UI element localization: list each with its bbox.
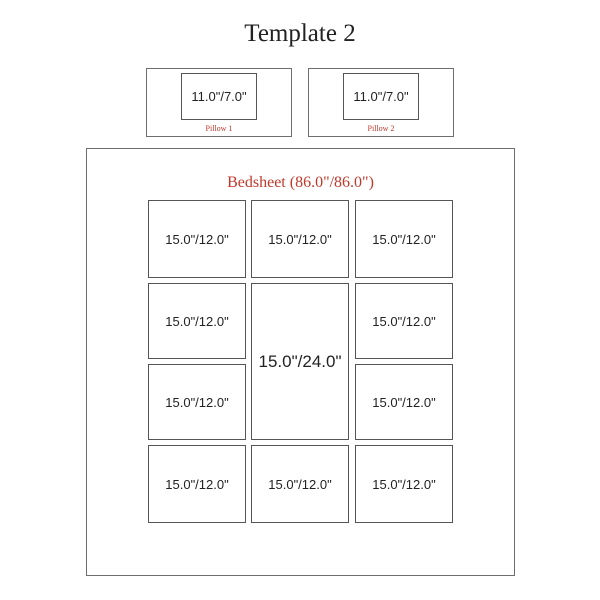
bedsheet-photo-slot[interactable]: 15.0"/12.0" — [355, 364, 453, 440]
pillow-2-panel[interactable]: 11.0"/7.0" Pillow 2 — [308, 68, 454, 137]
pillow-1-photo-slot[interactable]: 11.0"/7.0" — [181, 73, 257, 120]
bedsheet-label: Bedsheet (86.0"/86.0") — [227, 174, 374, 191]
pillow-2-photo-slot[interactable]: 11.0"/7.0" — [343, 73, 419, 120]
bedsheet-photo-slot[interactable]: 15.0"/12.0" — [148, 200, 246, 278]
bedsheet-photo-slot[interactable]: 15.0"/12.0" — [355, 283, 453, 359]
pillow-1-label: Pillow 1 — [205, 124, 233, 133]
template-title: Template 2 — [244, 20, 356, 47]
bedsheet-photo-slot[interactable]: 15.0"/12.0" — [355, 200, 453, 278]
bedsheet-photo-slot[interactable]: 15.0"/12.0" — [251, 445, 349, 523]
pillow-2-label: Pillow 2 — [367, 124, 395, 133]
bedsheet-photo-slot[interactable]: 15.0"/12.0" — [148, 364, 246, 440]
bedsheet-photo-slot[interactable]: 15.0"/12.0" — [251, 200, 349, 278]
pillow-1-panel[interactable]: 11.0"/7.0" Pillow 1 — [146, 68, 292, 137]
bedsheet-photo-slot-large[interactable]: 15.0"/24.0" — [251, 283, 349, 440]
bedsheet-panel[interactable]: Bedsheet (86.0"/86.0") 15.0"/12.0" 15.0"… — [86, 148, 515, 576]
bedsheet-photo-slot[interactable]: 15.0"/12.0" — [148, 283, 246, 359]
bedsheet-photo-slot[interactable]: 15.0"/12.0" — [148, 445, 246, 523]
bedsheet-photo-slot[interactable]: 15.0"/12.0" — [355, 445, 453, 523]
